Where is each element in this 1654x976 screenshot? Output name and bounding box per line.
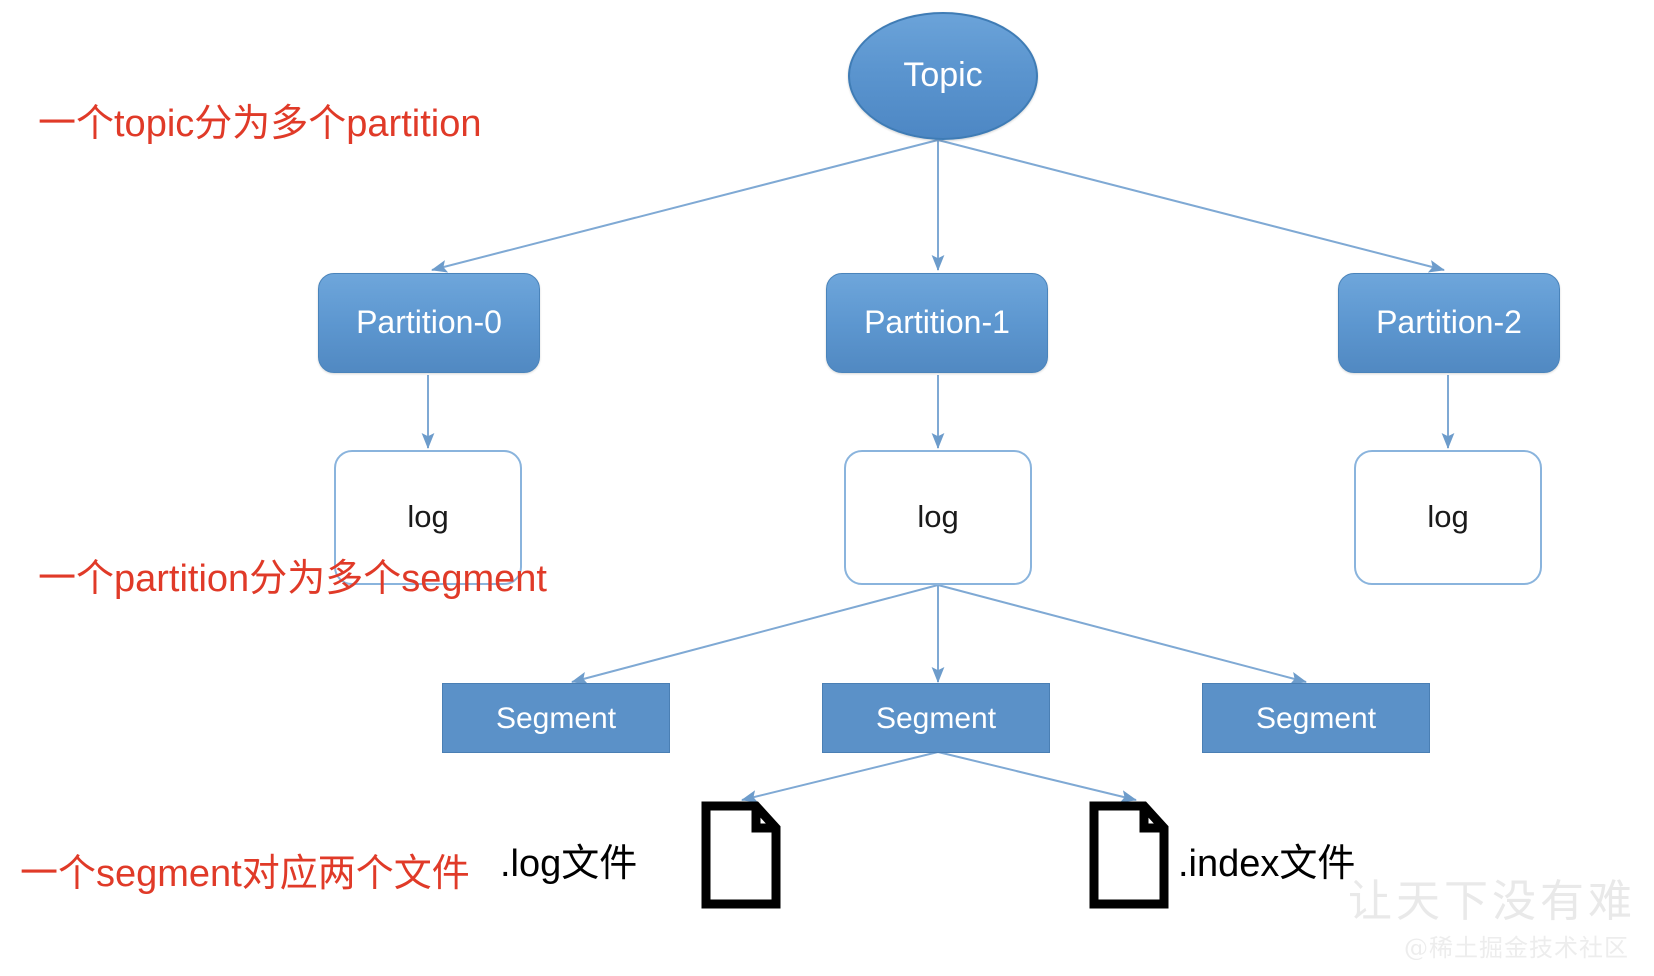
node-partition-0[interactable]: Partition-0 [318, 273, 540, 373]
node-segment-1-label: Segment [875, 701, 997, 735]
node-log-0[interactable]: log [334, 450, 522, 585]
node-segment-0-label: Segment [495, 701, 617, 735]
annotation-segment-to-files: 一个segment对应两个文件 [20, 853, 470, 895]
watermark-attribution: @稀土掘金技术社区 [1404, 934, 1629, 962]
node-partition-0-label: Partition-0 [356, 304, 502, 341]
annotation-topic-to-partition: 一个topic分为多个partition [38, 103, 482, 145]
edge-topic-to-partition-2 [937, 139, 1445, 273]
node-log-1-label: log [917, 499, 959, 535]
node-topic-label: Topic [903, 56, 983, 95]
annotation-partition-to-segment: 一个partition分为多个segment [38, 558, 547, 600]
edge-log-1-to-segment-2 [937, 584, 1307, 685]
node-log-1[interactable]: log [844, 450, 1032, 585]
node-log-0-label: log [407, 499, 449, 535]
watermark-slogan: 让天下没有难 [1348, 876, 1636, 927]
node-partition-2-label: Partition-2 [1376, 304, 1522, 341]
node-log-2-label: log [1427, 499, 1469, 535]
file-document-icon [701, 801, 781, 909]
node-segment-0[interactable]: Segment [442, 683, 670, 753]
node-partition-2[interactable]: Partition-2 [1338, 273, 1560, 373]
edge-topic-to-partition-0 [431, 139, 939, 273]
edge-log-1-to-segment-0 [571, 584, 939, 685]
node-segment-2-label: Segment [1255, 701, 1377, 735]
edge-segment-1-to-file-log [741, 751, 939, 803]
node-segment-2[interactable]: Segment [1202, 683, 1430, 753]
file-log-label: .log文件 [500, 843, 638, 885]
file-document-icon [1089, 801, 1169, 909]
node-log-2[interactable]: log [1354, 450, 1542, 585]
file-index-label: .index文件 [1178, 843, 1356, 885]
node-partition-1[interactable]: Partition-1 [826, 273, 1048, 373]
edge-segment-1-to-file-index [937, 751, 1137, 803]
node-topic[interactable]: Topic [848, 12, 1038, 140]
node-segment-1[interactable]: Segment [822, 683, 1050, 753]
node-partition-1-label: Partition-1 [864, 304, 1010, 341]
